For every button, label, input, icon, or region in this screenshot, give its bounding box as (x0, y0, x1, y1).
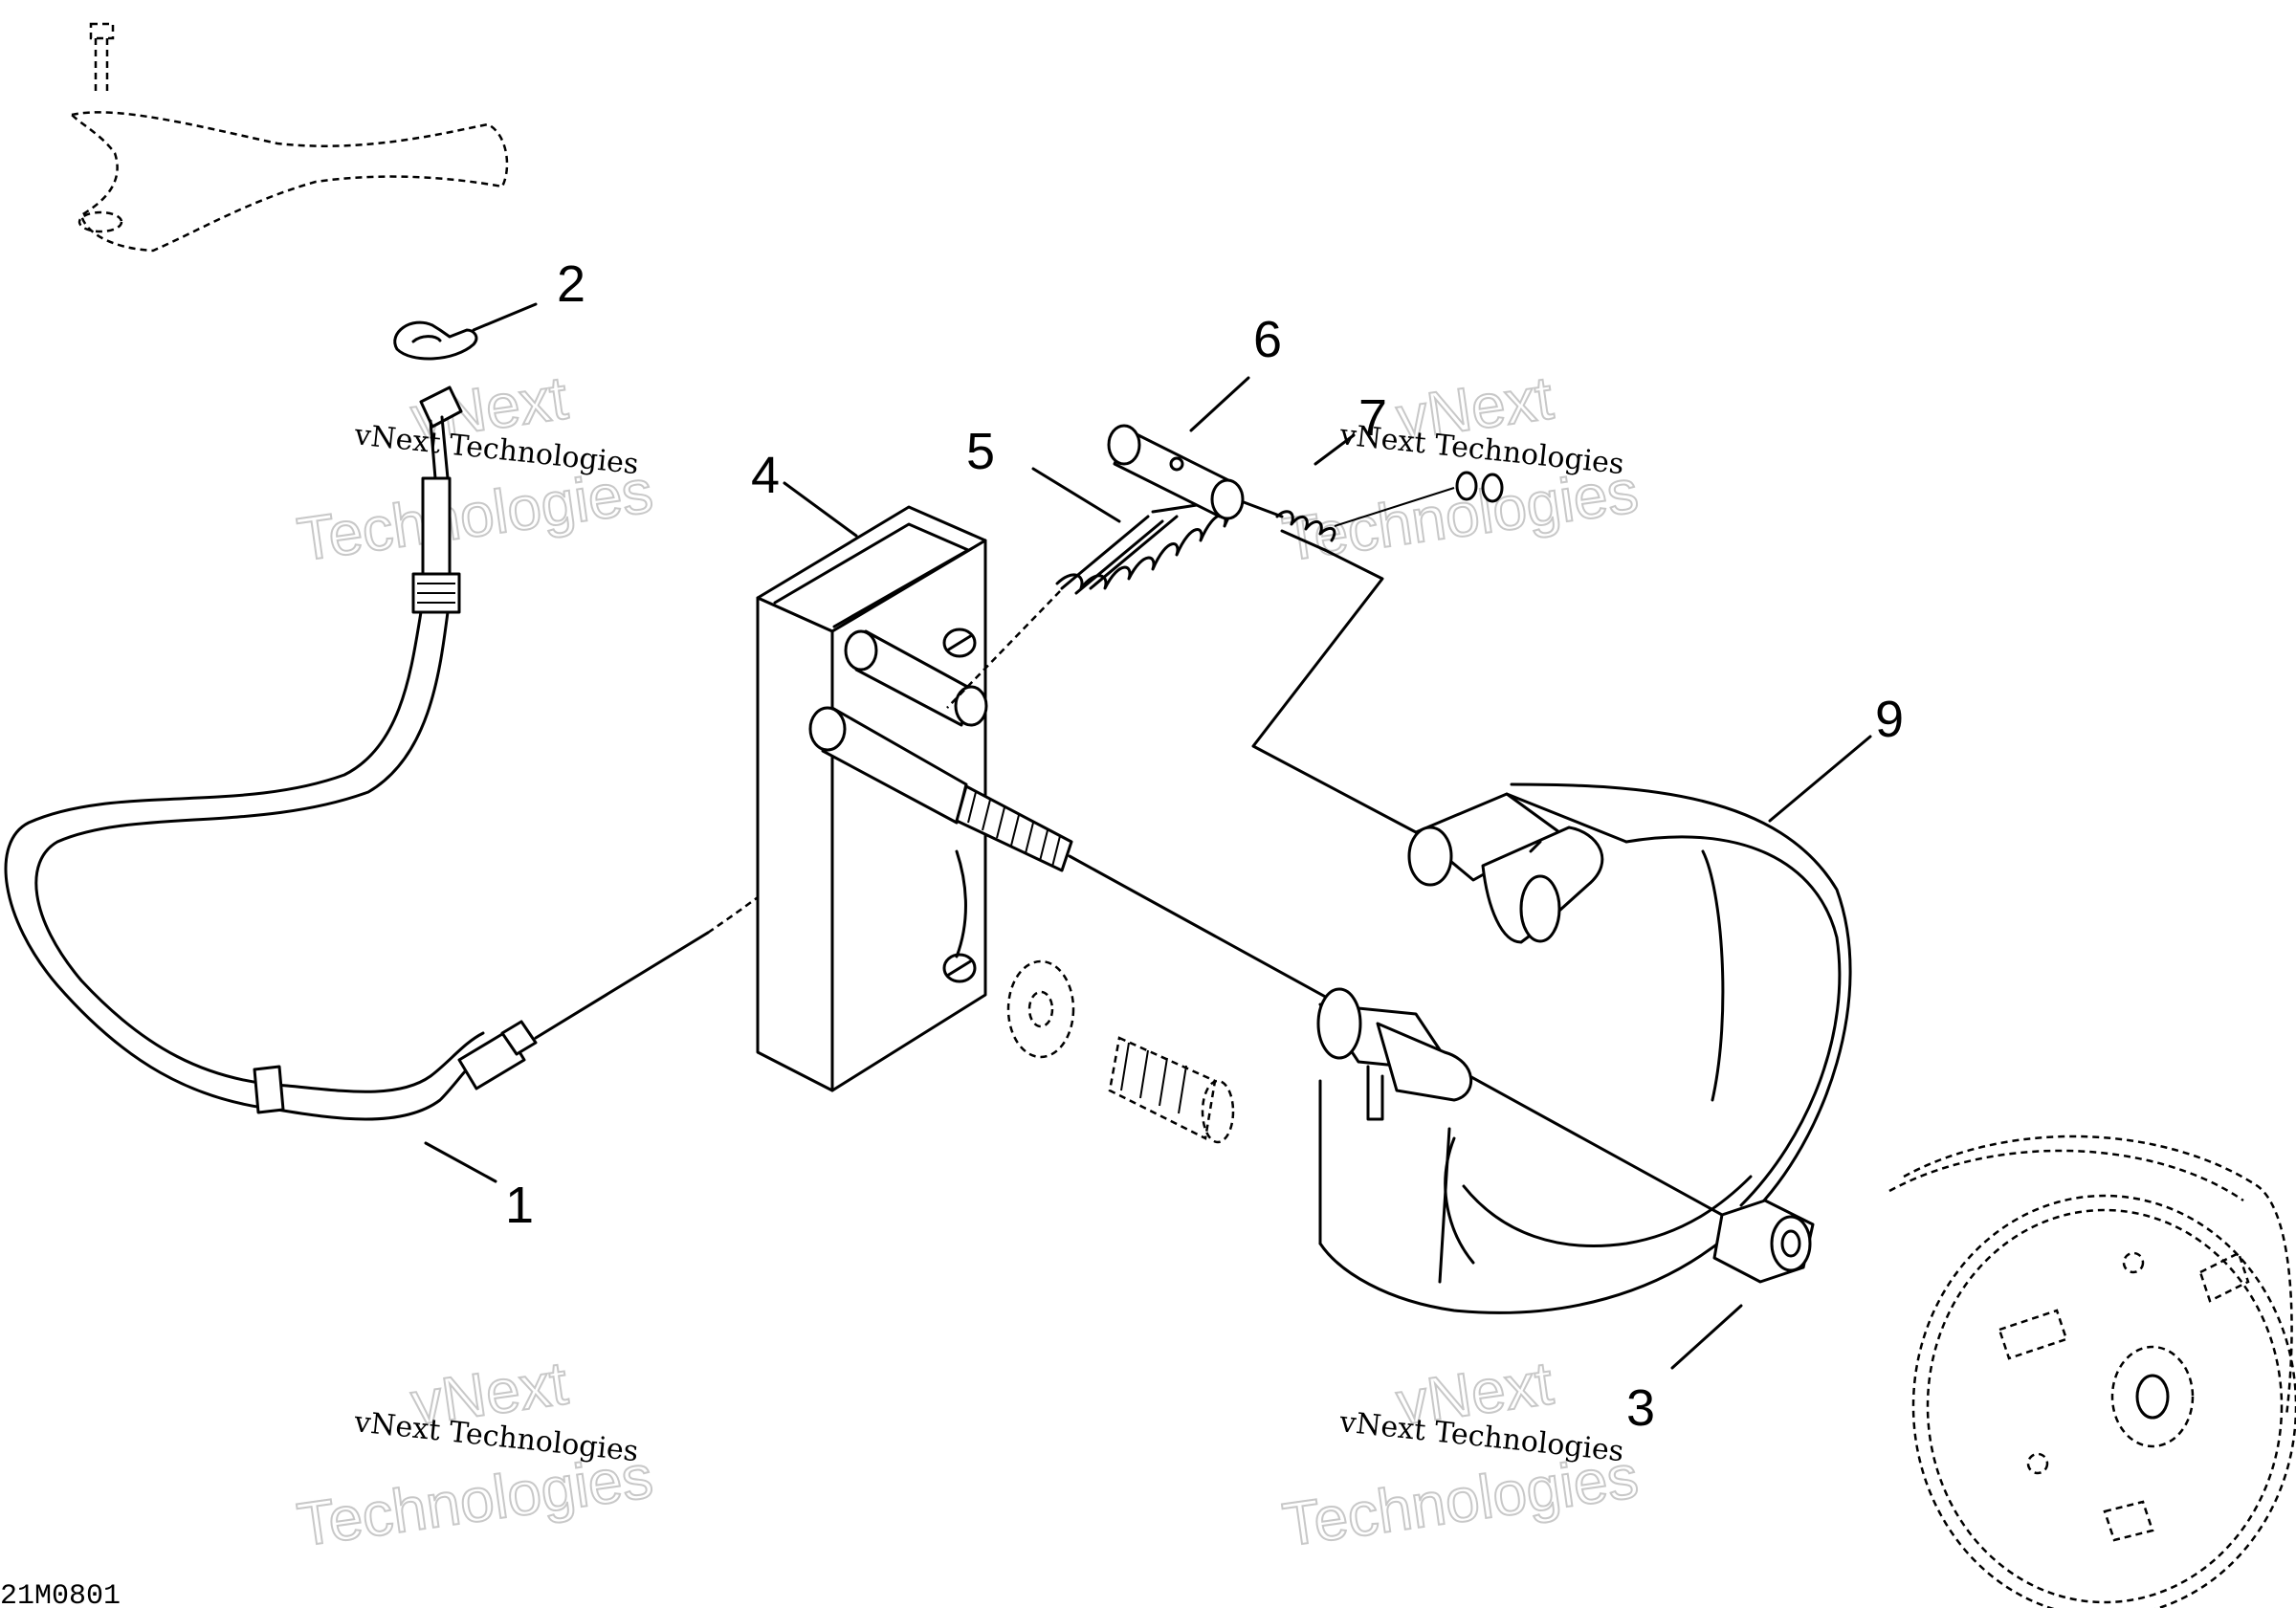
callout-labels: 1 2 3 4 5 6 7 9 (505, 255, 1904, 1437)
callout-6: 6 (1253, 311, 1282, 368)
leader-3 (1670, 1304, 1743, 1370)
leader-6 (1189, 376, 1250, 432)
brake-lever-phantom (69, 22, 509, 253)
callout-5: 5 (966, 423, 995, 480)
callout-1: 1 (505, 1177, 534, 1234)
watermark-top-left: vNext Technologies vNext Technologies (293, 362, 658, 575)
leader-5 (1031, 467, 1121, 523)
bolt-and-washer-phantom (1006, 959, 1235, 1144)
clevis-pin (1107, 424, 1284, 520)
leader-1 (424, 1141, 497, 1183)
callout-7: 7 (1358, 389, 1387, 447)
leader-lines (424, 302, 1872, 1370)
figure-code: 21M0801 (0, 1580, 121, 1608)
brake-cable (4, 385, 920, 1121)
callout-4: 4 (751, 447, 780, 504)
watermark-top-right: vNext Technologies vNext Technologies (1278, 362, 1644, 575)
watermark-bottom-left: vNext Technologies vNext Technologies (293, 1347, 658, 1560)
brake-band (1316, 782, 1852, 1314)
leader-4 (783, 481, 858, 538)
compression-spring (946, 499, 1236, 709)
leader-9 (1768, 735, 1872, 823)
leader-2 (472, 302, 538, 332)
e-clip (393, 320, 478, 361)
watermark-bottom-right: vNext Technologies vNext Technologies (1278, 1347, 1644, 1560)
callout-9: 9 (1875, 691, 1904, 748)
callout-2: 2 (557, 255, 585, 313)
brake-drum-phantom (1888, 1134, 2296, 1608)
cotter-spring (1251, 471, 1504, 834)
callout-3: 3 (1626, 1379, 1655, 1437)
lock-nut (1712, 1199, 1815, 1284)
leader-7 (1314, 433, 1356, 466)
